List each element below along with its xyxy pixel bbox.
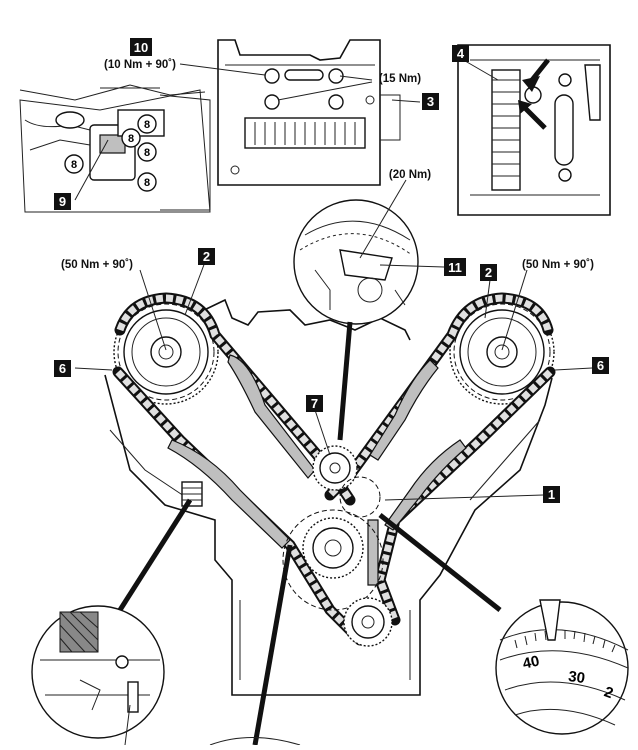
callout-8b-label: 8 <box>144 147 150 159</box>
idler-sprocket <box>312 445 381 518</box>
inset-top-right <box>457 44 611 216</box>
callout-4: 4 <box>452 45 469 62</box>
engine-block-outline <box>104 298 553 696</box>
callout-2-right: 2 <box>480 264 497 281</box>
torque-10nm-90: (10 Nm + 90˚) <box>104 59 176 71</box>
callout-6-right: 6 <box>592 357 609 374</box>
callout-1: 1 <box>543 486 560 503</box>
callout-10: 10 <box>130 38 152 56</box>
callout-8e-label: 8 <box>128 133 134 145</box>
callout-8d-label: 8 <box>71 159 77 171</box>
callout-7: 7 <box>306 395 323 412</box>
callout-4-label: 4 <box>457 46 465 61</box>
dial-label-40: 40 <box>521 653 541 673</box>
callout-6-left-label: 6 <box>59 361 66 376</box>
callout-2-left: 2 <box>198 248 215 265</box>
callout-8c-label: 8 <box>144 177 150 189</box>
crankshaft-sprocket <box>282 509 384 611</box>
callout-3-label: 3 <box>427 94 434 109</box>
dial-ticks <box>514 630 616 653</box>
callout-6-right-label: 6 <box>597 358 604 373</box>
inset-top-center <box>217 39 401 186</box>
valve-spring-labels: 8 8 8 8 8 <box>64 114 157 192</box>
dial-label-30: 30 <box>567 668 586 687</box>
callout-11: 11 <box>444 258 466 276</box>
torque-50nm-90-left: (50 Nm + 90˚) <box>61 259 133 271</box>
callout-2-right-label: 2 <box>485 265 492 280</box>
callout-6-left: 6 <box>54 360 71 377</box>
oil-pump-sprocket <box>343 597 393 647</box>
inset-circle-dial <box>378 513 629 735</box>
callout-2-left-label: 2 <box>203 249 210 264</box>
bottom-leader <box>209 544 301 746</box>
callout-7-label: 7 <box>311 396 318 411</box>
inset-top-left <box>19 84 211 213</box>
inset-circle-top <box>293 199 419 441</box>
callout-11-label: 11 <box>448 260 462 275</box>
tensioner-bolt <box>181 481 203 507</box>
callout-10-label: 10 <box>134 40 148 55</box>
torque-15nm: (15 Nm) <box>379 73 421 85</box>
callout-8a-label: 8 <box>144 119 150 131</box>
inset-circle-bottom-left <box>31 498 193 746</box>
callout-3: 3 <box>422 93 439 110</box>
torque-50nm-90-right: (50 Nm + 90˚) <box>522 259 594 271</box>
torque-20nm: (20 Nm) <box>389 169 431 181</box>
callout-1-label: 1 <box>548 487 555 502</box>
callout-9-label: 9 <box>59 194 66 209</box>
camshaft-lobes-center <box>254 122 356 145</box>
camshaft-lobes-right <box>492 79 520 177</box>
left-camshaft-sprocket <box>113 299 219 405</box>
chain-guides <box>167 354 467 586</box>
leader-lines <box>74 57 593 501</box>
callout-9: 9 <box>54 193 71 210</box>
right-camshaft-sprocket <box>449 299 555 405</box>
